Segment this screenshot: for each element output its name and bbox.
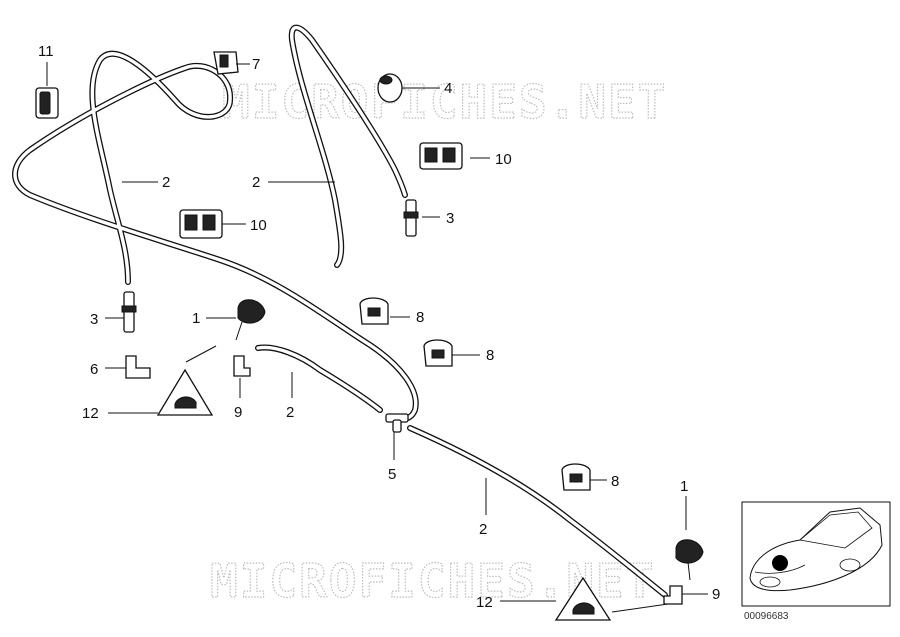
jet-nozzle-icon [675, 539, 704, 581]
elbow-connector-icon [233, 355, 251, 377]
callout-4: 4 [444, 80, 452, 97]
jet-nozzle-icon [235, 299, 266, 341]
callout-8-lower: 8 [611, 473, 619, 490]
callout-10-lower: 10 [250, 217, 267, 234]
callout-3-upper: 3 [446, 210, 454, 227]
watermark-top: MICROFICHES.NET [222, 75, 667, 129]
callout-3-lower: 3 [90, 311, 98, 328]
elbow-connector-icon [125, 355, 151, 379]
callout-10-upper: 10 [495, 151, 512, 168]
hose-clip-icon [35, 87, 59, 119]
hose-clip-icon [359, 297, 389, 325]
inset-thumbnail: 00096683 [741, 501, 891, 622]
callout-8-middle: 8 [486, 347, 494, 364]
callout-2-middle: 2 [252, 174, 260, 191]
hose-clip-icon [423, 339, 453, 367]
callout-2-short: 2 [286, 404, 294, 421]
callout-7: 7 [252, 56, 260, 73]
callout-2-left: 2 [162, 174, 170, 191]
car-thumbnail-icon [749, 507, 883, 592]
connector-holder-icon [179, 209, 223, 239]
callout-11: 11 [38, 43, 54, 60]
callout-6: 6 [90, 361, 98, 378]
inset-part-number: 00096683 [744, 611, 789, 622]
callout-1-lower: 1 [680, 478, 688, 495]
grommet-icon [377, 73, 403, 103]
leader-lines [46, 62, 708, 613]
callout-2-lower: 2 [479, 521, 487, 538]
hose-clip-icon [561, 463, 591, 491]
hose-network [12, 24, 668, 598]
elbow-connector-icon [663, 585, 683, 605]
retaining-clip-icon [213, 51, 239, 75]
callout-5: 5 [388, 466, 396, 483]
callout-9-lower: 9 [712, 586, 720, 603]
callout-9-upper: 9 [234, 404, 242, 421]
warning-triangle-icon [156, 368, 214, 416]
t-piece-icon [385, 413, 409, 433]
callout-12-upper: 12 [82, 405, 99, 422]
connector-holder-icon [419, 142, 463, 170]
callout-1-upper: 1 [192, 310, 200, 327]
connector-icon [121, 291, 137, 333]
callout-8-top: 8 [416, 309, 424, 326]
callout-12-lower: 12 [476, 594, 493, 611]
callout-labels: 11 7 4 10 2 2 3 10 3 1 8 8 6 9 2 12 5 8 … [38, 43, 720, 611]
warning-triangle-icon [554, 576, 612, 621]
connector-icon [403, 199, 419, 237]
